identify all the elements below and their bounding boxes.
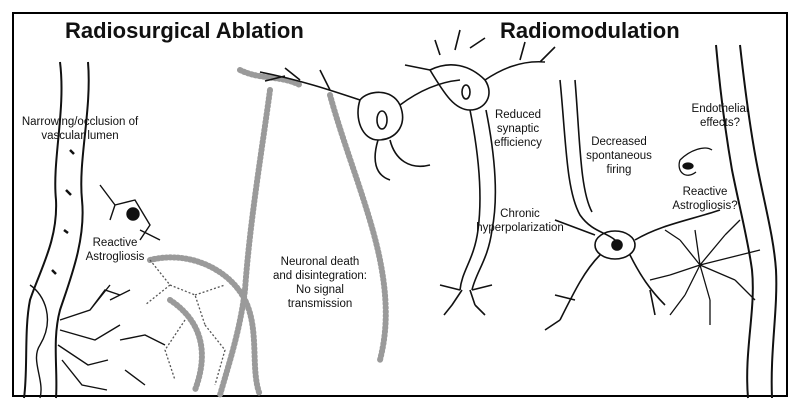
label-endothelial-effects: Endothelial effects? xyxy=(680,102,760,130)
disintegrating-astrocyte xyxy=(145,260,225,385)
label-neuronal-death: Neuronal death and disintegration: No si… xyxy=(255,255,385,311)
right-vessel xyxy=(716,45,776,398)
label-reduced-synaptic-efficiency: Reduced synaptic efficiency xyxy=(483,108,553,150)
label-chronic-hyperpolarization: Chronic hyperpolarization xyxy=(455,207,585,235)
top-neuron xyxy=(260,30,555,180)
left-astrocyte xyxy=(30,185,165,398)
left-vessel xyxy=(24,62,89,398)
right-astrocyte xyxy=(650,148,760,325)
title-radiomodulation: Radiomodulation xyxy=(500,18,680,44)
disintegrating-neuron xyxy=(150,70,386,395)
label-reactive-astrogliosis-right: Reactive Astrogliosis? xyxy=(655,185,755,213)
label-vascular-narrowing: Narrowing/occlusion of vascular lumen xyxy=(14,115,146,143)
label-decreased-spontaneous-firing: Decreased spontaneous firing xyxy=(574,135,664,177)
label-reactive-astrogliosis-left: Reactive Astrogliosis xyxy=(70,236,160,264)
title-radiosurgical-ablation: Radiosurgical Ablation xyxy=(65,18,304,44)
